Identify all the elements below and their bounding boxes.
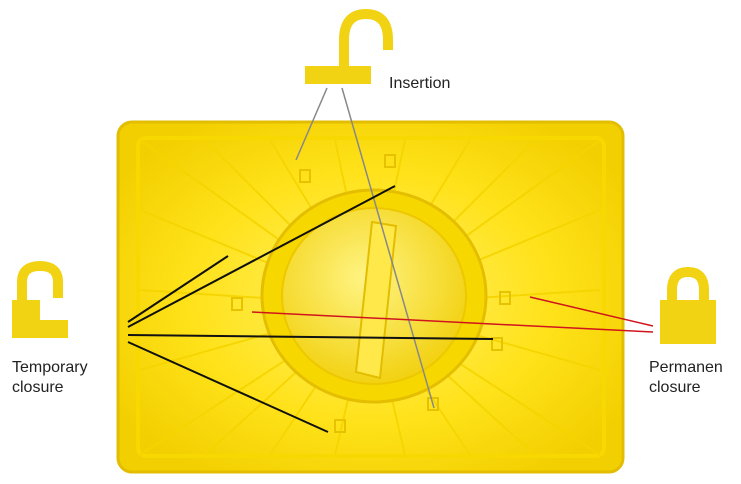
permanent-closure-label: Permanen closure	[649, 358, 741, 398]
temporary-closure-label: Temporary closure	[12, 358, 88, 398]
container-tray	[118, 122, 623, 472]
insertion-lock-icon	[305, 14, 388, 84]
insertion-label: Insertion	[389, 74, 450, 94]
temporary-lock-icon	[12, 266, 68, 338]
permanent-lock-icon	[660, 272, 716, 344]
